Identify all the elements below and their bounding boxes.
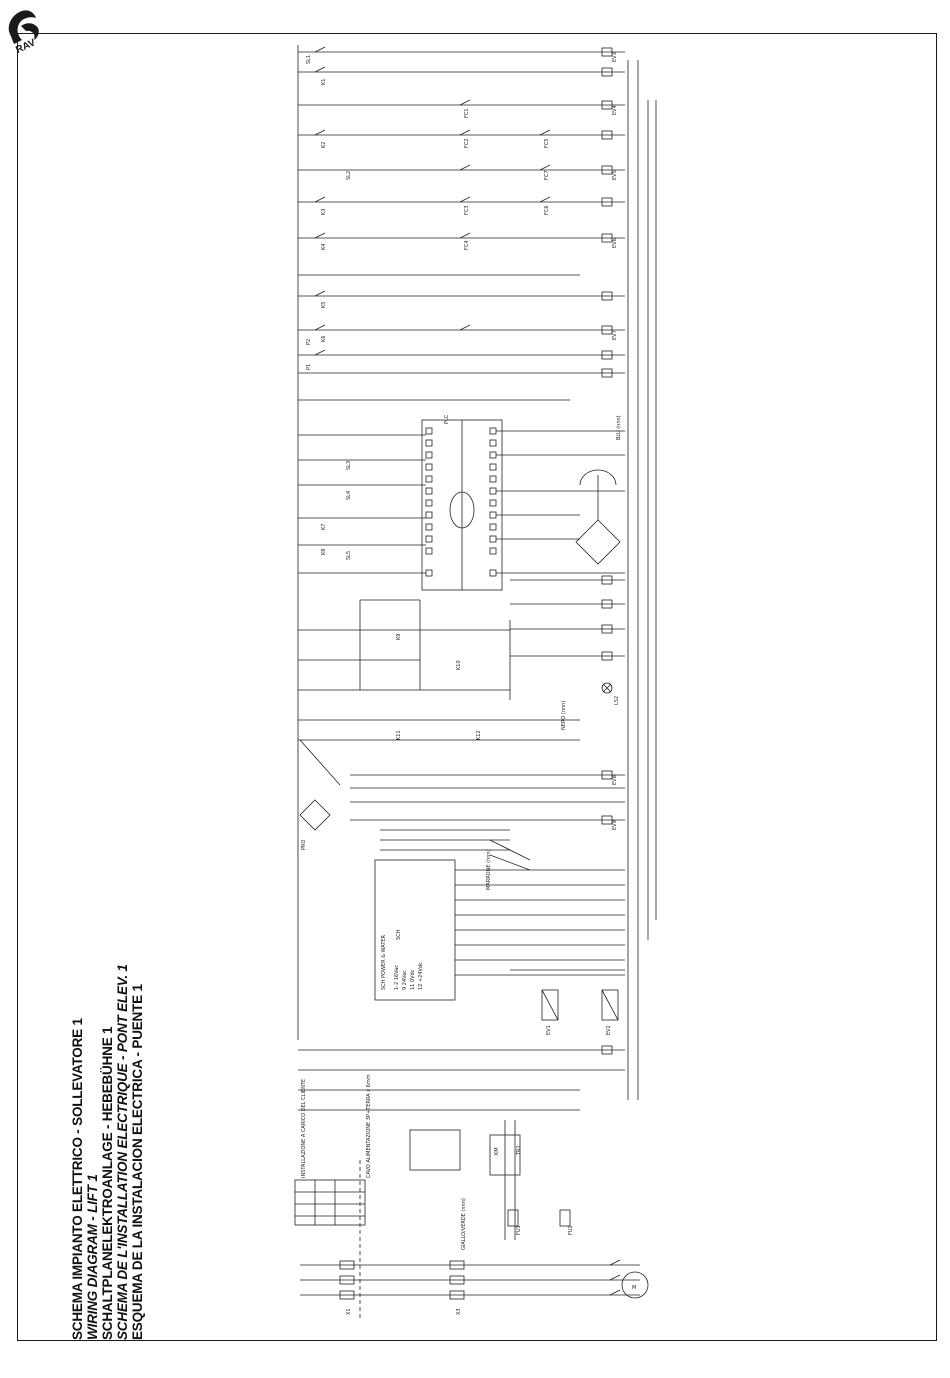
solenoid-label-4: EV4 [612,105,618,115]
plc-label: PLC [444,414,450,424]
km-label: KM [494,1147,500,1155]
relay-label-3: K3 [321,209,327,215]
pro-label: PRO [301,840,307,850]
switch-label-11: FC6 [544,205,550,215]
sch-voltage-2: 9 24Vac [402,970,408,990]
sch-power-label: SCH POWER & WATER [381,934,387,990]
ls2-label: LS2 [614,696,620,705]
relay-label-9: K9 [396,634,402,640]
solenoid-label-2: EV2 [606,1025,612,1035]
page-border [17,33,937,1341]
switch-label-3: SL3 [346,461,352,470]
wiring-schematic: PLC SCH PRO LS2 M INSTALLAZIONE A CARICO… [294,45,657,1320]
tr1-label: TR1 [516,1145,522,1156]
solenoid-label-1: EV1 [546,1025,552,1035]
switch-label-8: FC3 [464,205,470,215]
relay-label-11: K11 [396,730,402,740]
sch-voltage-4: 12 +24Vdc [418,962,424,990]
relay-label-2: K2 [321,142,327,148]
diagram-title-block: SCHEMA IMPIANTO ELETTRICO - SOLLEVATORE … [70,880,150,1340]
switch-label-4: SL4 [346,491,352,500]
relay-label-7: K7 [321,524,327,530]
title-italian: SCHEMA IMPIANTO ELETTRICO - SOLLEVATORE … [70,1018,85,1340]
sch-voltage-3: 11 0Vdc [410,969,416,990]
solenoid-label-3: EV3 [612,52,618,62]
relay-label-6: K6 [321,336,327,342]
relay-label-4: K4 [321,244,327,250]
relay-label-1: K1 [321,79,327,85]
title-english: WIRING DIAGRAM - LIFT 1 [85,1174,100,1340]
title-french: SCHEMA DE L'INSTALLATION ELECTRIQUE - PO… [115,964,130,1340]
sch-label: SCH [396,929,402,940]
terminal-x1-label: X1 [346,1308,352,1315]
solenoid-label-6: EV6 [612,238,618,248]
switch-label-10: FC5 [544,138,550,148]
switch-label-6: FC1 [464,108,470,118]
switch-label-2: SL2 [346,171,352,180]
relay-label-5: K5 [321,302,327,308]
solenoid-label-7: EV7 [612,330,618,340]
motor-label: M [632,1285,636,1291]
relay-label-12: K12 [476,730,482,740]
wire-color-nero: NERO (nnn) [561,701,567,730]
wire-color-marrone: MARRONE (nnn) [486,849,492,890]
wire-color-blu: BLU (nnn) [616,415,622,440]
client-install-label: INSTALLAZIONE A CARICO DEL CLIENTE [301,1079,307,1178]
switch-label-1: SL1 [306,55,312,64]
sch-voltage-1: 1-2 16Vac [394,965,400,990]
title-german: SCHALTPLANELEKTROANLAGE - HEBEBÜHNE 1 [100,1026,115,1340]
brand-logo: RAV [4,4,50,56]
switch-label-12: FC7 [544,170,550,180]
solenoid-label-8: EV8 [612,775,618,785]
terminal-x3-label: X3 [456,1308,462,1315]
relay-label-8: K8 [321,549,327,555]
switch-label-7: FC2 [464,138,470,148]
wire-color-giallo-verde: GIALLO/VERDE (nnn) [461,1198,467,1250]
switch-label-14: P2 [306,339,312,345]
switch-label-5: SL5 [346,551,352,560]
power-cable-label: CAVO ALIMENTAZIONE 3P+TERRA x 6mm [366,1074,372,1178]
fu1-label: FU1 [516,1225,522,1235]
title-spanish: ESQUEMA DE LA INSTALACION ELECTRICA - PU… [130,984,145,1340]
solenoid-label-9: EV9 [612,820,618,830]
fu2-label: FU2 [568,1225,574,1235]
switch-label-9: FC4 [464,240,470,250]
relay-label-10: K10 [456,660,462,670]
switch-label-13: P1 [306,364,312,370]
solenoid-label-5: EV5 [612,170,618,180]
